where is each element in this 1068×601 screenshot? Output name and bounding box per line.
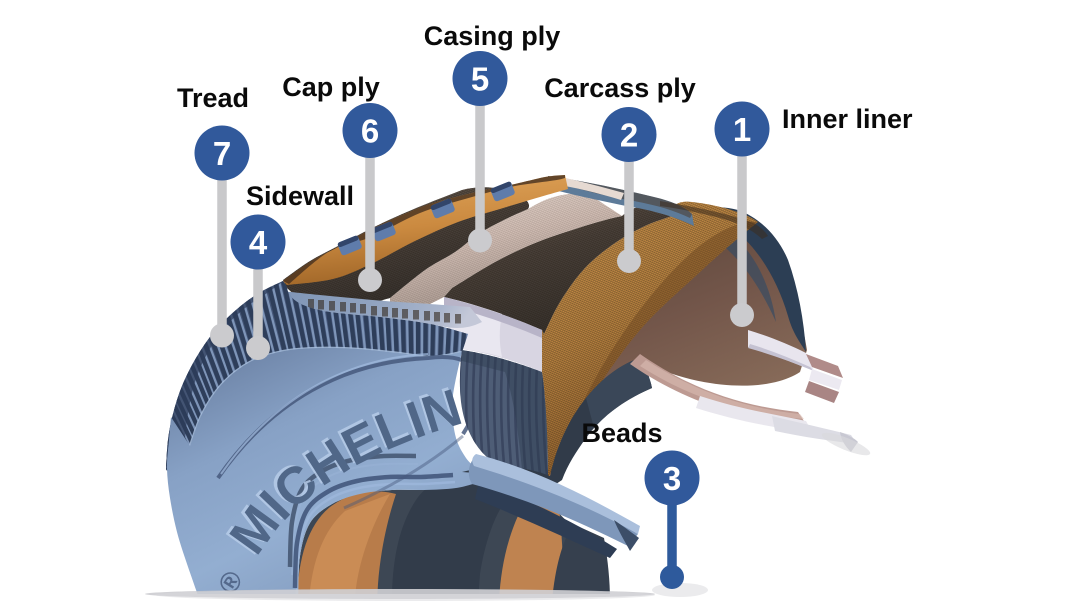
svg-text:Beads: Beads <box>581 418 662 448</box>
svg-text:Tread: Tread <box>177 83 249 113</box>
svg-text:4: 4 <box>249 224 268 261</box>
svg-text:7: 7 <box>213 135 231 172</box>
svg-text:Inner liner: Inner liner <box>782 104 913 134</box>
svg-text:Carcass ply: Carcass ply <box>544 73 696 103</box>
svg-text:2: 2 <box>620 117 638 154</box>
svg-text:Cap ply: Cap ply <box>282 72 380 102</box>
svg-text:Sidewall: Sidewall <box>246 181 354 211</box>
svg-text:5: 5 <box>471 61 489 98</box>
svg-text:3: 3 <box>663 460 681 497</box>
svg-text:6: 6 <box>361 113 379 150</box>
svg-text:Casing ply: Casing ply <box>424 21 561 51</box>
svg-text:1: 1 <box>733 111 751 148</box>
